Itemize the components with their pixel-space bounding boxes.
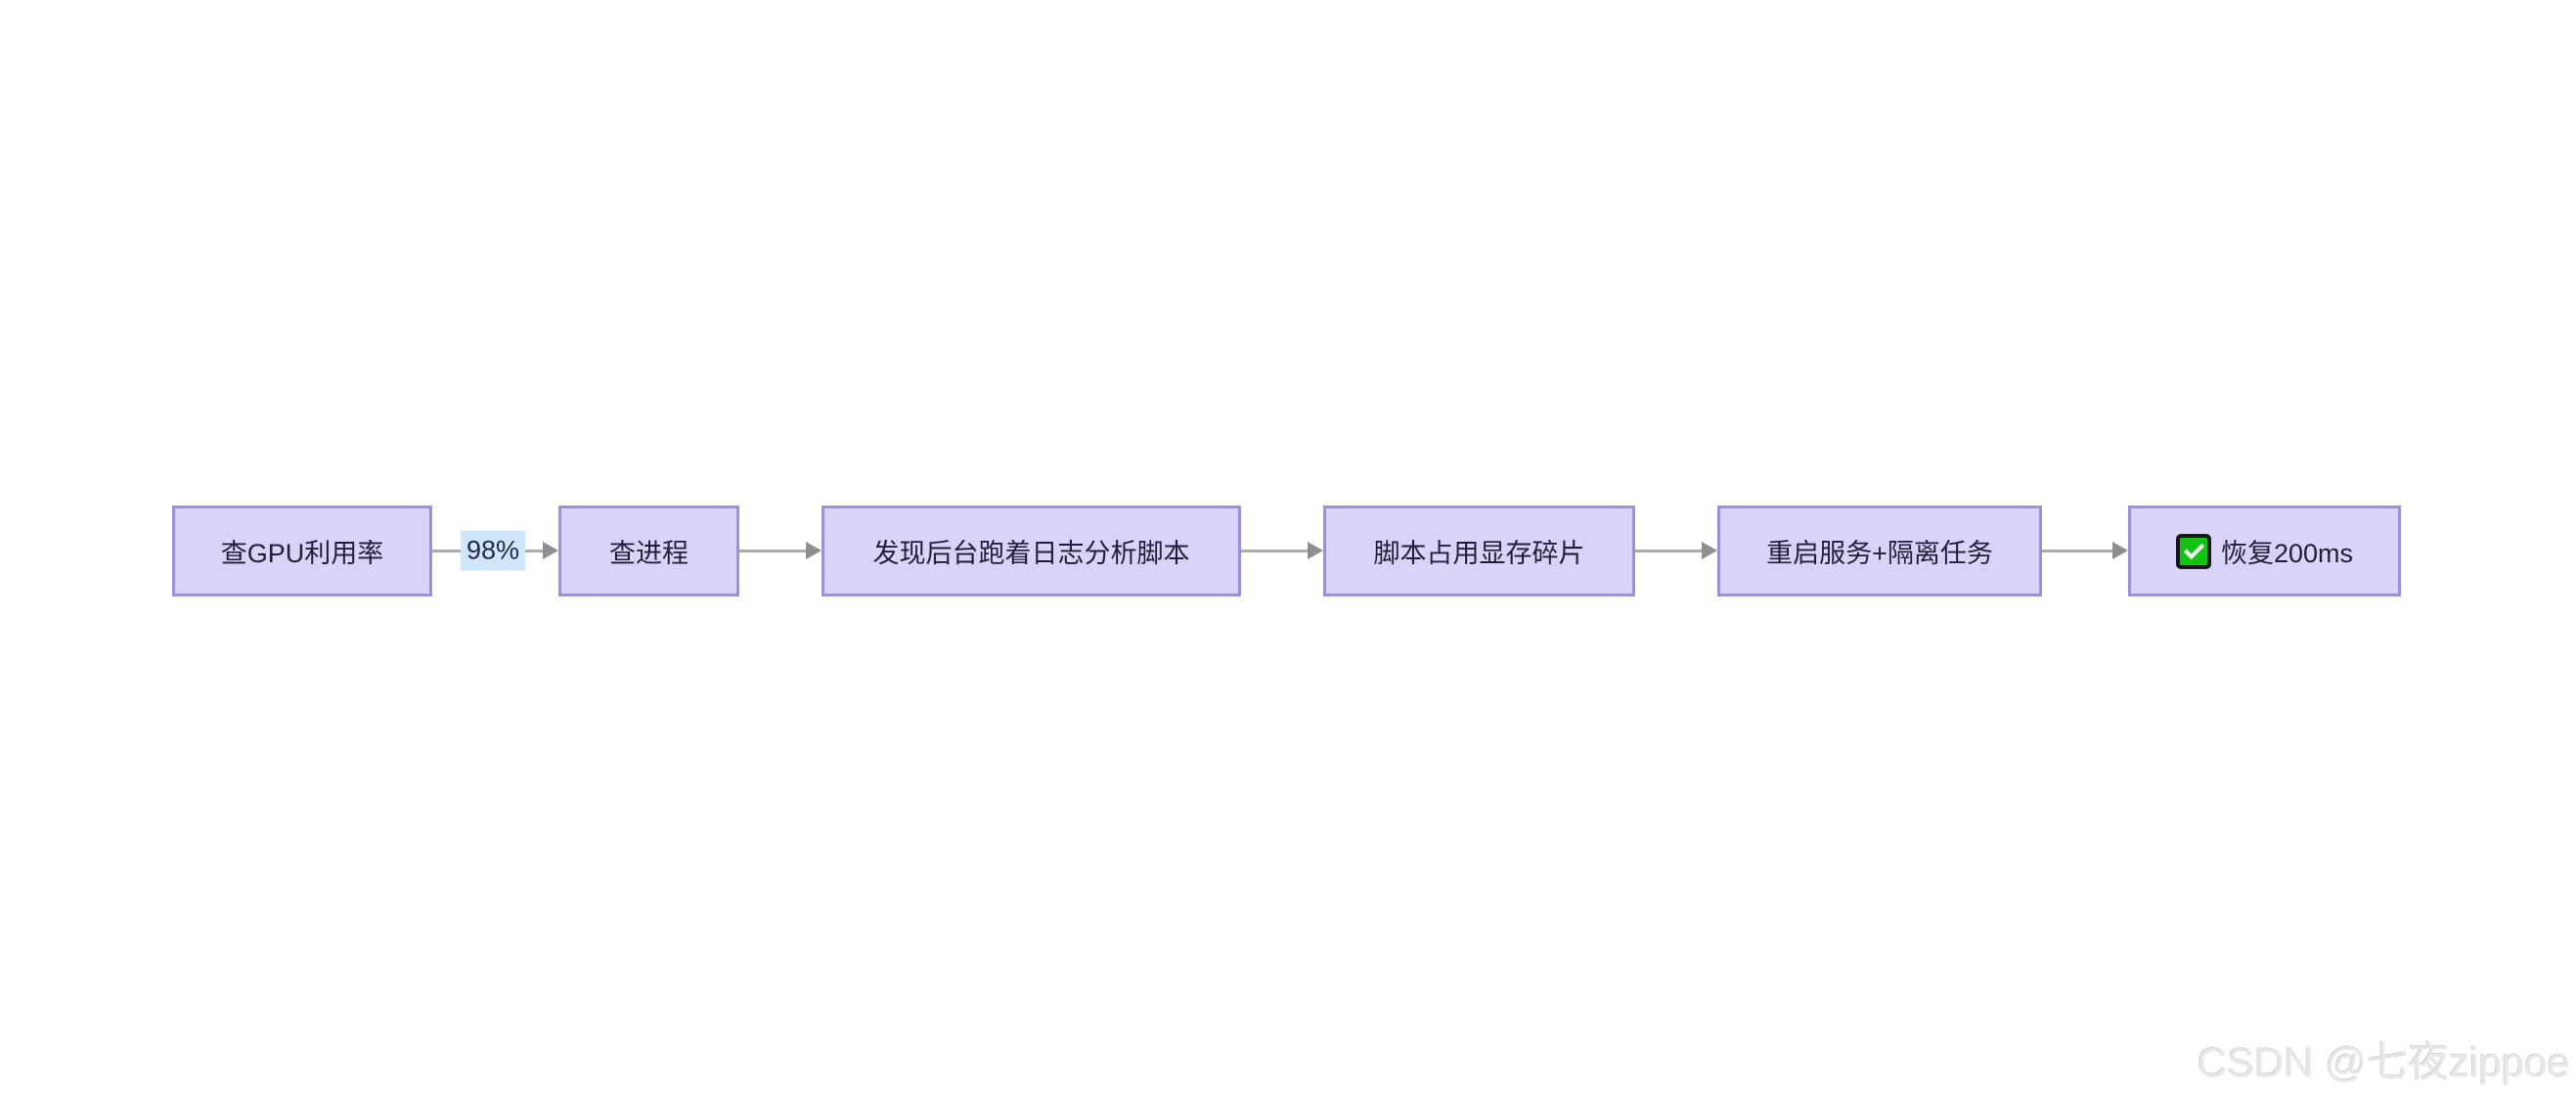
flow-arrow-line-5 bbox=[2042, 550, 2113, 552]
flow-node-check-process: 查进程 bbox=[558, 506, 739, 596]
flow-node-recovered: 恢复200ms bbox=[2128, 506, 2401, 596]
arrowhead-icon bbox=[543, 542, 558, 559]
arrowhead-icon bbox=[806, 542, 822, 559]
node-label: 查GPU利用率 bbox=[220, 539, 384, 568]
node-label: 发现后台跑着日志分析脚本 bbox=[872, 539, 1190, 568]
flow-node-found-log-script: 发现后台跑着日志分析脚本 bbox=[822, 506, 1241, 596]
flow-arrow-line-2 bbox=[739, 550, 807, 552]
arrowhead-icon bbox=[1308, 542, 1323, 559]
node-label: 恢复200ms bbox=[2220, 539, 2354, 568]
node-label: 脚本占用显存碎片 bbox=[1373, 539, 1585, 568]
flow-arrow-line-3 bbox=[1241, 550, 1309, 552]
edge-label-98: 98% bbox=[460, 530, 526, 571]
flow-node-restart-isolate: 重启服务+隔离任务 bbox=[1717, 506, 2042, 596]
arrowhead-icon bbox=[1702, 542, 1717, 559]
flow-arrow-line-4 bbox=[1635, 550, 1703, 552]
check-mark-icon bbox=[2175, 533, 2211, 569]
flow-node-script-vram-fragment: 脚本占用显存碎片 bbox=[1323, 506, 1635, 596]
watermark: CSDN @七夜zippoe bbox=[2197, 1039, 2570, 1085]
node-label: 重启服务+隔离任务 bbox=[1766, 539, 1993, 568]
node-label: 查进程 bbox=[609, 539, 688, 568]
flow-node-check-gpu-util: 查GPU利用率 bbox=[172, 506, 432, 596]
arrowhead-icon bbox=[2112, 542, 2128, 559]
